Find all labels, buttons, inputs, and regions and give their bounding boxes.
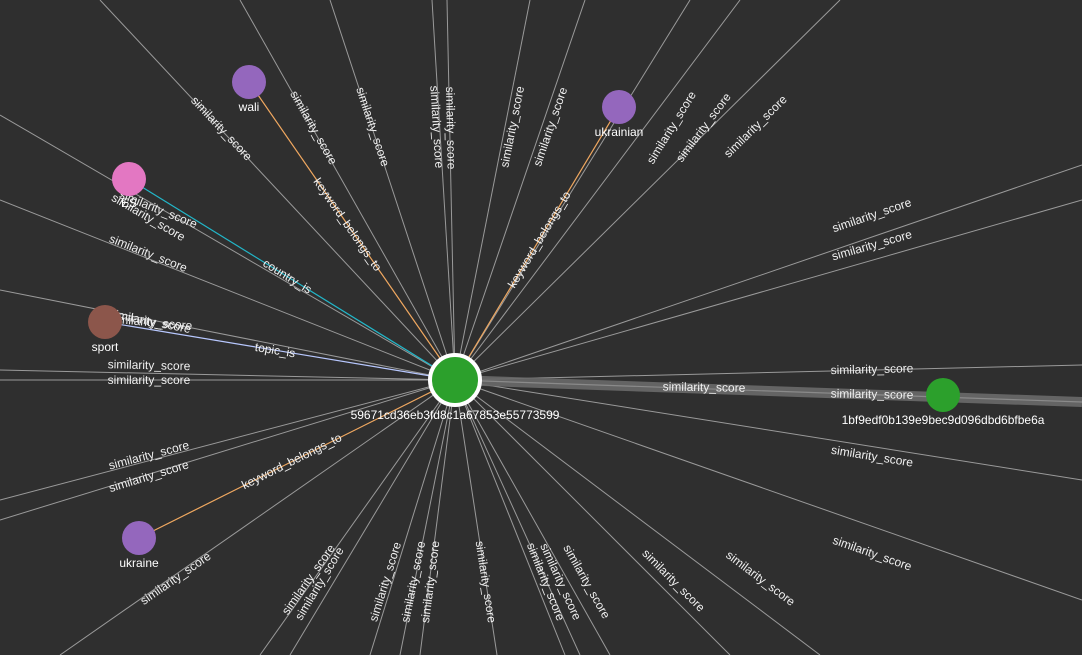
similarity-edge[interactable] [454, 379, 581, 655]
similarity-edge[interactable] [454, 379, 1082, 601]
node-es[interactable] [112, 162, 146, 196]
similarity-edge[interactable] [454, 0, 841, 381]
similarity-edge-label: similarity_score [639, 546, 708, 615]
similarity-edge-label: similarity_score [353, 85, 392, 168]
similarity-edge-label: similarity_score [287, 88, 340, 167]
similarity-edge[interactable] [446, 0, 456, 381]
similarity-edge-label: similarity_score [663, 379, 746, 394]
similarity-edge[interactable] [289, 379, 456, 655]
similarity-edge-label: similarity_score [530, 85, 570, 168]
keyword-edge[interactable] [454, 106, 620, 381]
similarity-edge[interactable] [454, 364, 1082, 381]
similarity-edge-label: similarity_score [831, 386, 914, 401]
node-ukrainian[interactable] [602, 90, 636, 124]
similarity-edge[interactable] [454, 379, 566, 655]
similarity-edge-label: similarity_score [473, 540, 499, 624]
center-node[interactable] [428, 353, 482, 407]
node-wali-label: wali [238, 100, 260, 114]
country-edge-label: country_is [260, 256, 314, 297]
center-node-label: 59671cd36eb3fd8c1a67853e55773599 [351, 408, 560, 422]
similarity-edge[interactable] [431, 0, 456, 381]
similarity-edge[interactable] [454, 0, 586, 381]
similarity-edge[interactable] [239, 0, 456, 381]
similarity-edge[interactable] [454, 0, 691, 381]
keyword-edge[interactable] [248, 81, 456, 381]
similarity-edge-label: similarity_score [723, 548, 798, 609]
node-wali[interactable] [232, 65, 266, 99]
similarity-edge-label: similarity_score [108, 373, 191, 387]
similarity-edge-label: similarity_score [831, 533, 914, 574]
similarity-edge[interactable] [0, 199, 456, 381]
similarity-edge[interactable] [454, 379, 611, 655]
similarity-edge[interactable] [59, 379, 456, 655]
country-edge[interactable] [128, 178, 456, 381]
similarity-edge[interactable] [329, 0, 456, 381]
similarity-edge-label: similarity_score [443, 87, 459, 170]
keyword-edge[interactable] [138, 379, 456, 539]
similarity-edge[interactable] [0, 114, 456, 381]
node-1bf9-label: 1bf9edf0b139e9bec9d096dbd6bfbe6a [842, 413, 1045, 427]
topic-edge-label: topic_is [254, 340, 296, 360]
node-sport-label: sport [92, 340, 119, 354]
similarity-edge-label: similarity_score [108, 357, 191, 373]
similarity-edge-label: similarity_score [830, 361, 913, 377]
similarity-edge[interactable] [0, 289, 456, 381]
similarity-edge[interactable] [0, 379, 456, 521]
similarity-edge-label: similarity_score [427, 85, 446, 169]
similarity-edge[interactable] [259, 379, 456, 655]
similarity-edge[interactable] [99, 0, 456, 381]
highlighted-similarity-edge-core [454, 379, 1082, 403]
node-ukraine[interactable] [122, 521, 156, 555]
similarity-edge[interactable] [0, 369, 456, 381]
similarity-edge-label: similarity_score [366, 540, 404, 623]
similarity-edge[interactable] [454, 379, 821, 655]
similarity-edge[interactable] [454, 379, 1082, 481]
similarity-edge[interactable] [369, 379, 456, 655]
similarity-edge-label: similarity_score [721, 92, 790, 160]
keyword-edge-label: keyword_belongs_to [239, 430, 344, 492]
similarity-edge[interactable] [454, 0, 741, 381]
similarity-edge[interactable] [454, 379, 498, 655]
topic-edge[interactable] [104, 321, 456, 381]
similarity-edge[interactable] [399, 379, 456, 655]
similarity-edge[interactable] [0, 379, 456, 501]
similarity-edge[interactable] [419, 379, 456, 655]
node-1bf9[interactable] [926, 378, 960, 412]
similarity-edge[interactable] [454, 0, 531, 381]
node-es-label: ES [121, 196, 137, 210]
similarity-edge-label: similarity_score [497, 85, 527, 169]
similarity-edge[interactable] [454, 199, 1082, 381]
similarity-edge[interactable] [454, 164, 1082, 381]
node-ukrainian-label: ukrainian [595, 125, 644, 139]
similarity-edge[interactable] [454, 379, 731, 655]
node-sport[interactable] [88, 305, 122, 339]
node-ukraine-label: ukraine [119, 556, 159, 570]
